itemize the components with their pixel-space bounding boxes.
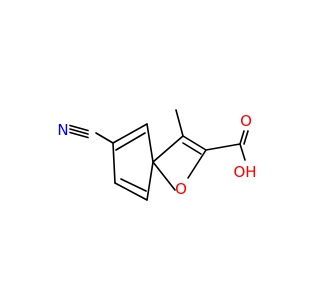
hydroxyl-label: OH	[233, 163, 256, 181]
ring-oxygen-label: O	[175, 180, 187, 198]
furan-ring	[152, 135, 207, 191]
carbonyl-oxygen-label: O	[240, 112, 252, 130]
nitrogen-label: N	[57, 121, 68, 139]
benzene-inner-double-2	[120, 178, 147, 192]
benzene-inner-double-1	[115, 132, 146, 151]
structure-canvas: N O O OH	[57, 109, 257, 201]
cyano-attachment-bond	[95, 132, 114, 144]
nitrile-bond	[69, 124, 89, 139]
benzene-ring	[112, 123, 154, 201]
furan-double-bond-inner	[182, 142, 202, 155]
carboxyl-group	[205, 130, 249, 161]
molecule-drawing: N O O OH	[57, 109, 257, 201]
methyl-bond	[175, 109, 184, 137]
